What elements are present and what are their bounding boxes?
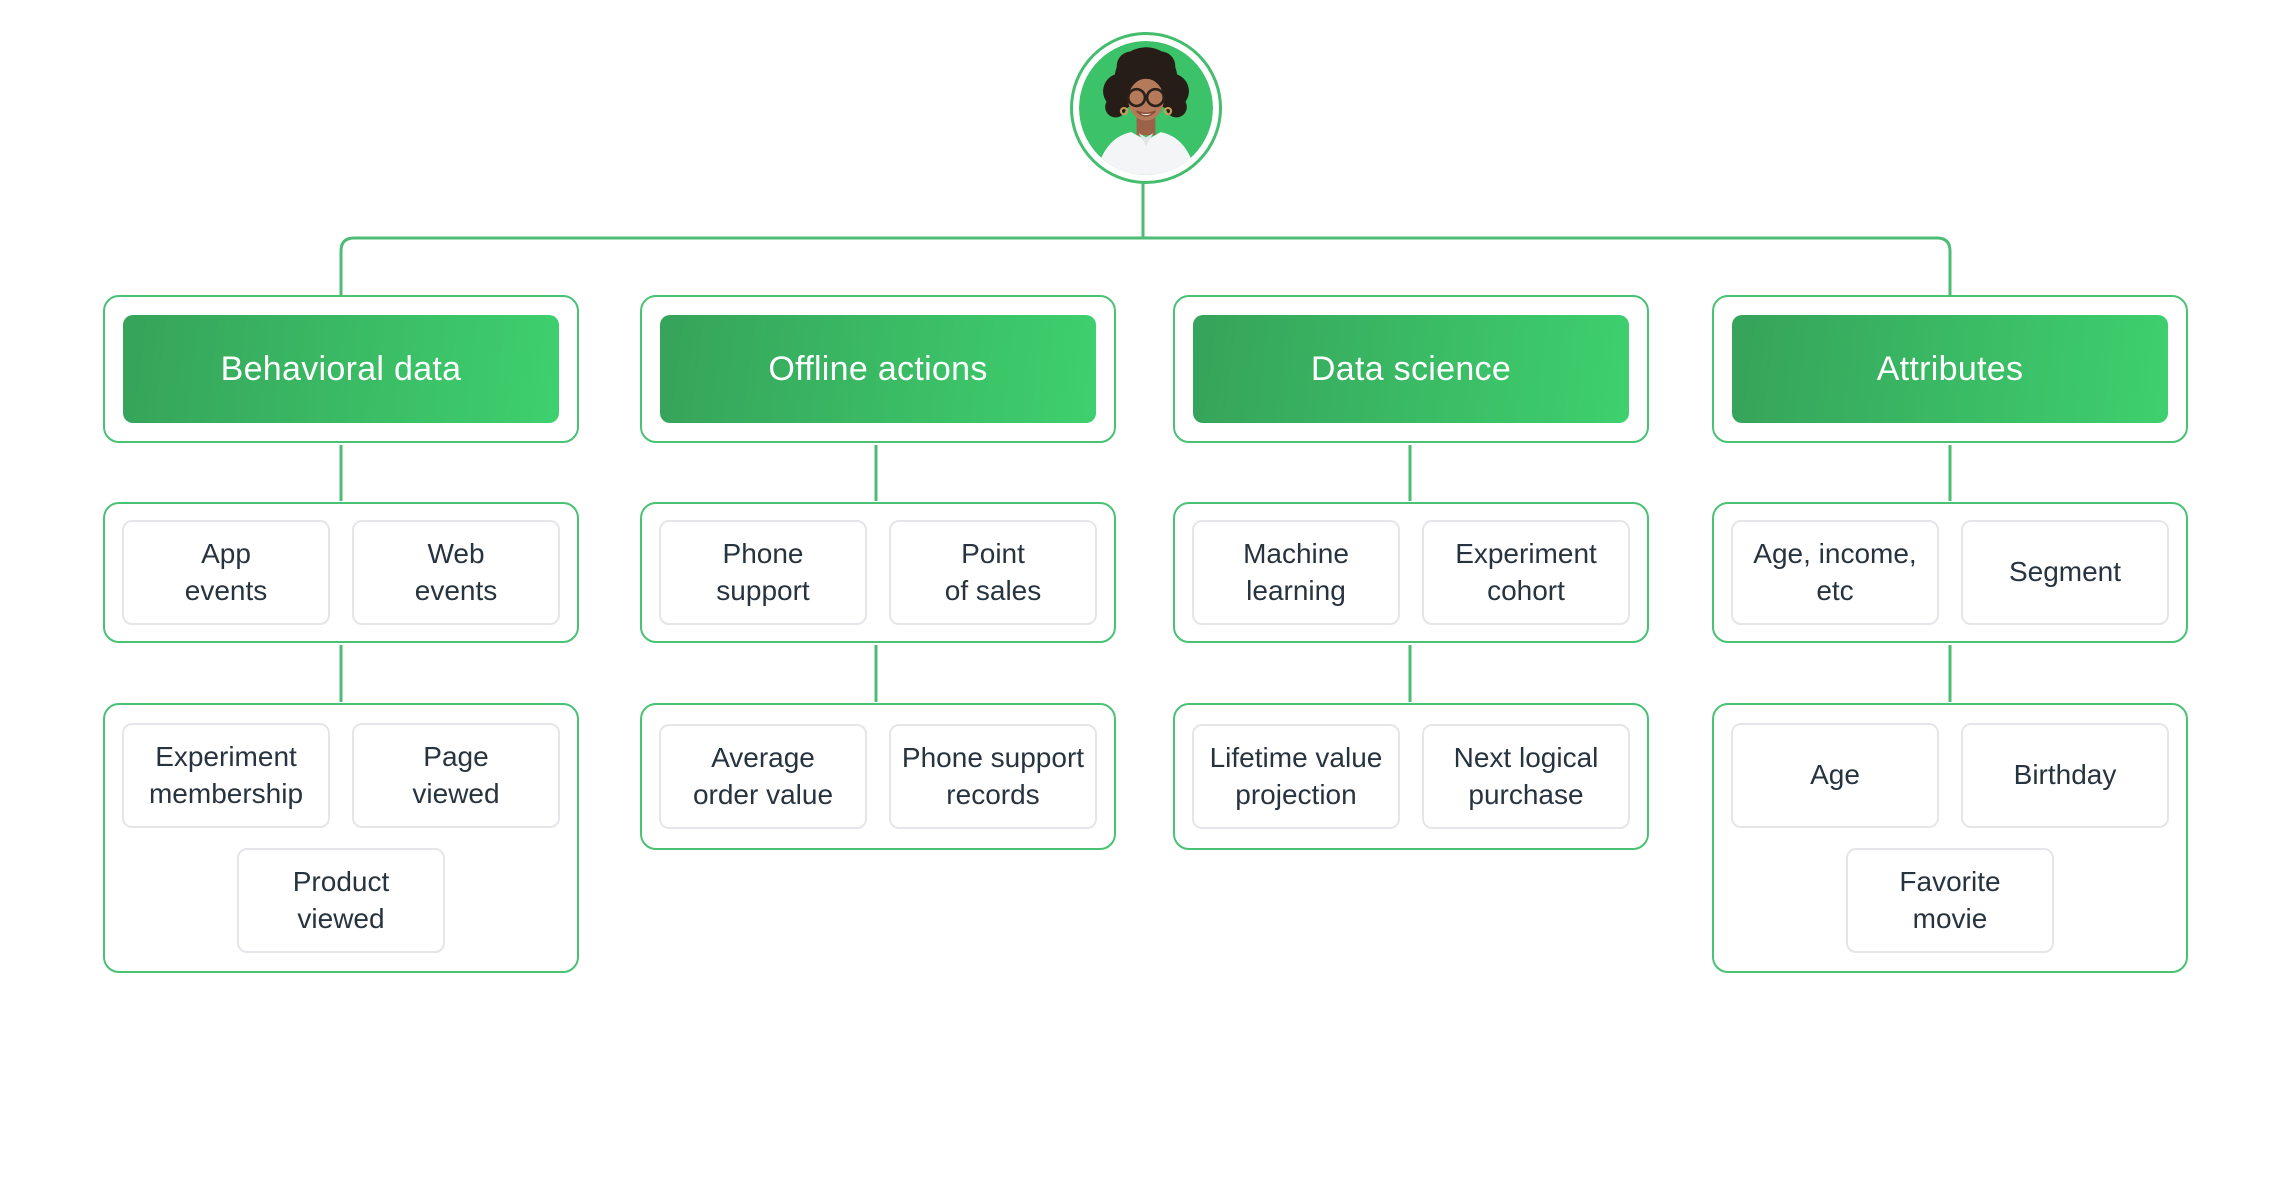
category-header-button: Offline actions: [660, 315, 1096, 423]
category-header-label: Data science: [1310, 349, 1512, 388]
group-attribute-details: Age Birthday Favorite movie: [1712, 703, 2188, 973]
category-header-attributes: Attributes: [1712, 295, 2188, 443]
avatar-photo-icon: [1079, 41, 1213, 175]
leaf-age-income-etc: Age, income, etc: [1731, 520, 1939, 625]
leaf-label: Segment: [2008, 556, 2122, 588]
leaf-experiment-cohort: Experiment cohort: [1422, 520, 1630, 625]
group-data-science-methods: Machine learning Experiment cohort: [1173, 502, 1649, 643]
leaf-next-logical-purchase: Next logical purchase: [1422, 724, 1630, 829]
column-offline-actions: Offline actions Phone support Point of s…: [640, 0, 1116, 1182]
leaf-average-order-value: Average order value: [659, 724, 867, 829]
category-header-behavioral-data: Behavioral data: [103, 295, 579, 443]
group-attribute-types: Age, income, etc Segment: [1712, 502, 2188, 643]
leaf-favorite-movie: Favorite movie: [1846, 848, 2054, 953]
leaf-label: Experiment membership: [148, 740, 304, 809]
leaf-product-viewed: Product viewed: [237, 848, 445, 953]
leaf-label: Product viewed: [292, 865, 390, 934]
leaf-label: Favorite movie: [1899, 865, 2001, 934]
category-header-label: Behavioral data: [220, 349, 462, 388]
category-header-button: Attributes: [1732, 315, 2168, 423]
category-header-data-science: Data science: [1173, 295, 1649, 443]
leaf-machine-learning: Machine learning: [1192, 520, 1400, 625]
category-header-button: Data science: [1193, 315, 1629, 423]
leaf-label: Lifetime value projection: [1209, 741, 1383, 810]
group-offline-sources: Phone support Point of sales: [640, 502, 1116, 643]
column-attributes: Attributes Age, income, etc Segment Age …: [1712, 0, 2188, 1182]
leaf-app-events: App events: [122, 520, 330, 625]
leaf-segment: Segment: [1961, 520, 2169, 625]
leaf-label: Page viewed: [412, 740, 500, 809]
group-behavioral-events: App events Web events: [103, 502, 579, 643]
leaf-label: Web events: [414, 537, 498, 606]
group-offline-details: Average order value Phone support record…: [640, 703, 1116, 850]
leaf-lifetime-value-projection: Lifetime value projection: [1192, 724, 1400, 829]
category-header-offline-actions: Offline actions: [640, 295, 1116, 443]
group-behavioral-details: Experiment membership Page viewed Produc…: [103, 703, 579, 973]
leaf-page-viewed: Page viewed: [352, 723, 560, 828]
column-data-science: Data science Machine learning Experiment…: [1173, 0, 1649, 1182]
leaf-point-of-sales: Point of sales: [889, 520, 1097, 625]
leaf-label: Point of sales: [944, 537, 1042, 606]
category-header-button: Behavioral data: [123, 315, 559, 423]
leaf-label: Experiment cohort: [1455, 537, 1597, 606]
leaf-label: Average order value: [692, 741, 834, 810]
leaf-phone-support-records: Phone support records: [889, 724, 1097, 829]
column-behavioral-data: Behavioral data App events Web events Ex…: [103, 0, 579, 1182]
leaf-birthday: Birthday: [1961, 723, 2169, 828]
leaf-label: Birthday: [2013, 759, 2117, 791]
leaf-experiment-membership: Experiment membership: [122, 723, 330, 828]
user-avatar: [1070, 32, 1222, 184]
leaf-label: App events: [184, 537, 268, 606]
leaf-age: Age: [1731, 723, 1939, 828]
leaf-label: Phone support records: [901, 741, 1085, 810]
group-data-science-outputs: Lifetime value projection Next logical p…: [1173, 703, 1649, 850]
category-header-label: Offline actions: [768, 349, 988, 388]
leaf-label: Age: [1810, 759, 1860, 791]
leaf-label: Age, income, etc: [1753, 537, 1917, 606]
leaf-label: Machine learning: [1243, 537, 1349, 606]
leaf-label: Phone support: [716, 537, 810, 606]
leaf-phone-support: Phone support: [659, 520, 867, 625]
leaf-web-events: Web events: [352, 520, 560, 625]
category-header-label: Attributes: [1876, 349, 2024, 388]
leaf-label: Next logical purchase: [1453, 741, 1599, 810]
